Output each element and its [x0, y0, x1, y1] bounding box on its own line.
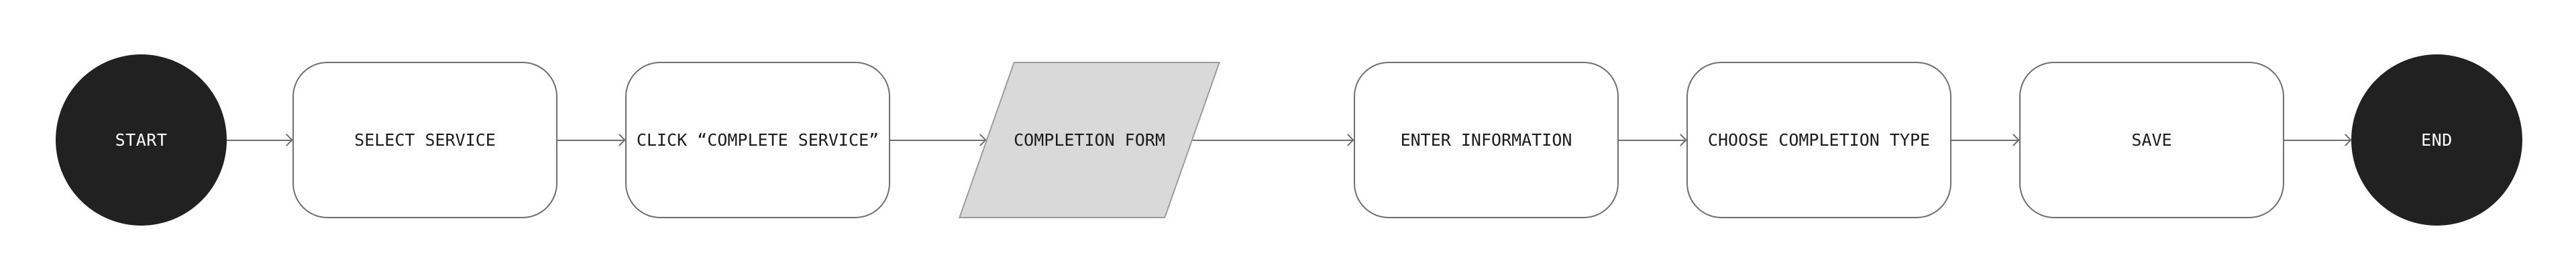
node-choose-completion-type-label: CHOOSE COMPLETION TYPE	[1707, 130, 1931, 150]
node-completion-form-label: COMPLETION FORM	[1014, 130, 1165, 150]
arrow-choose-completion-type-to-save-icon	[1951, 139, 2019, 141]
arrow-click-complete-service-to-completion-form-icon	[890, 139, 986, 141]
node-click-complete-service: CLICK “COMPLETE SERVICE”	[625, 62, 890, 218]
node-click-complete-service-label: CLICK “COMPLETE SERVICE”	[636, 130, 879, 150]
arrow-start-to-select-service-icon	[227, 139, 292, 141]
arrow-save-to-end-icon	[2284, 139, 2351, 141]
arrow-select-service-to-click-complete-service-icon	[557, 139, 625, 141]
node-select-service: SELECT SERVICE	[292, 62, 557, 218]
node-save-label: SAVE	[2131, 130, 2172, 150]
node-enter-information: ENTER INFORMATION	[1354, 62, 1619, 218]
node-start-label: START	[115, 130, 168, 150]
node-save: SAVE	[2019, 62, 2284, 218]
arrow-completion-form-to-enter-information-icon	[1193, 139, 1354, 141]
node-completion-form: COMPLETION FORM	[958, 62, 1221, 218]
node-choose-completion-type: CHOOSE COMPLETION TYPE	[1686, 62, 1951, 218]
node-select-service-label: SELECT SERVICE	[354, 130, 496, 150]
node-start: START	[56, 54, 227, 226]
arrow-enter-information-to-choose-completion-type-icon	[1619, 139, 1686, 141]
node-end-label: END	[2421, 130, 2453, 150]
node-enter-information-label: ENTER INFORMATION	[1400, 130, 1572, 150]
node-end: END	[2351, 54, 2522, 226]
